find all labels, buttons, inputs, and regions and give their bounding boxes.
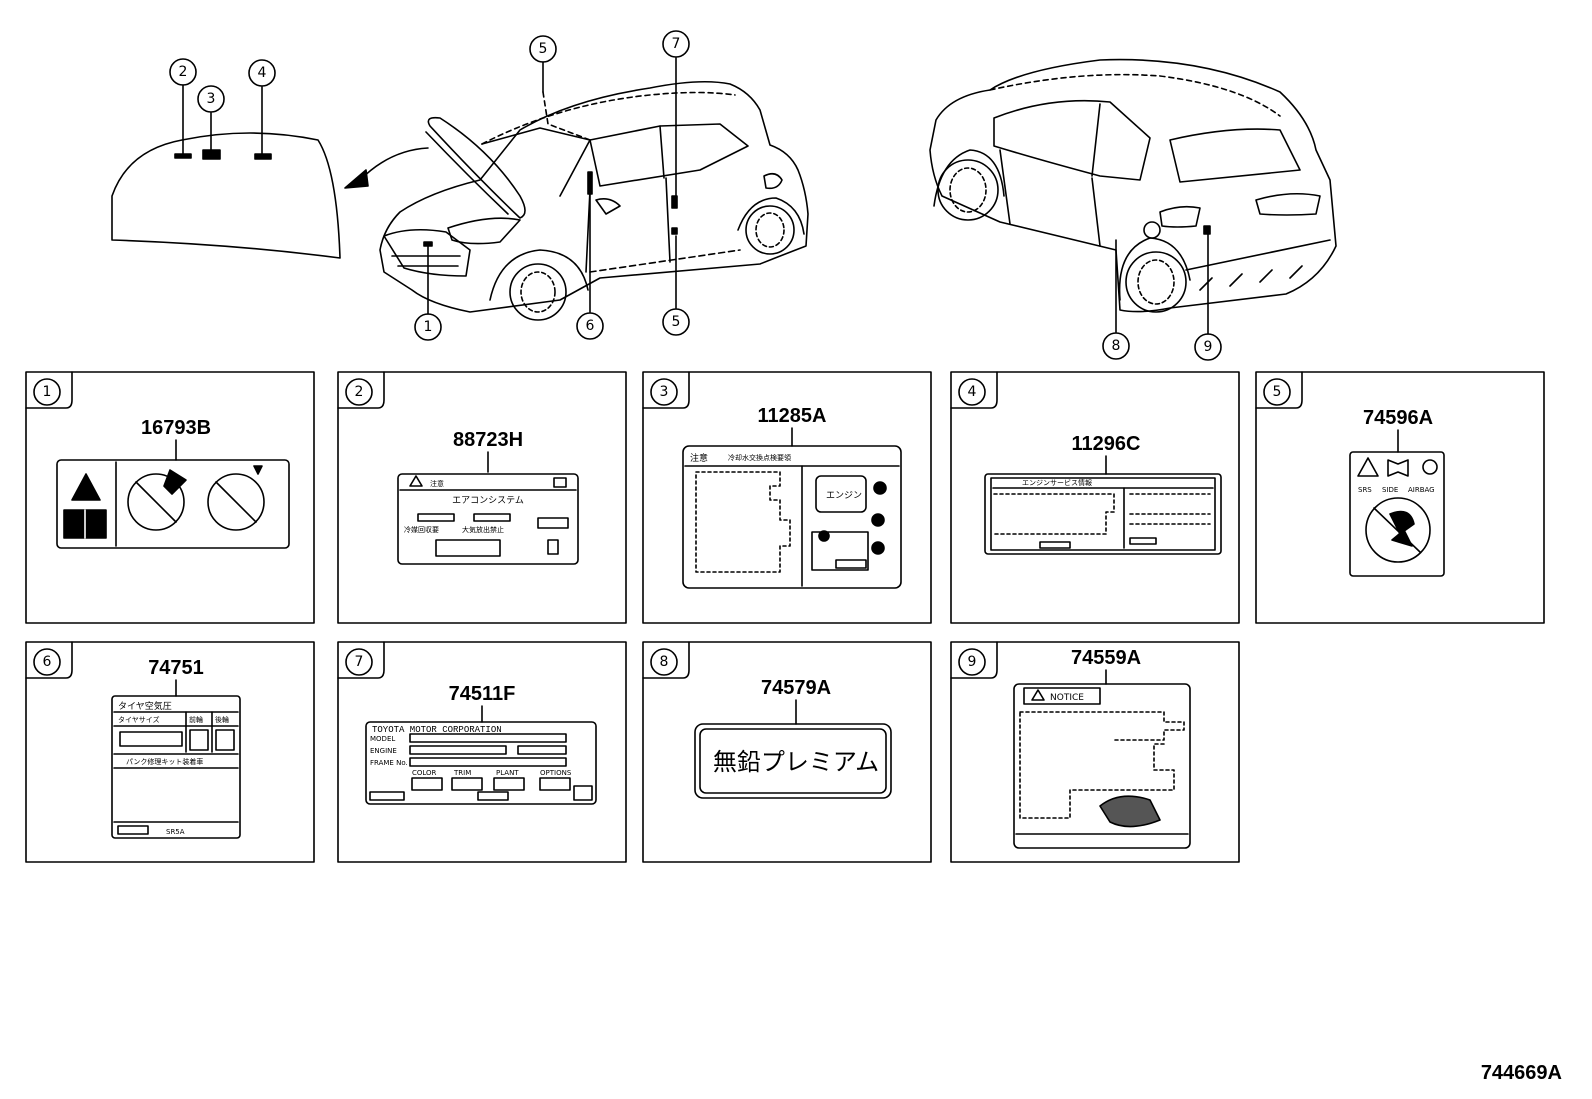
callout-3-top: 3 [207,91,216,107]
srs-label-side: SIDE [1382,486,1398,494]
plate-color: COLOR [412,769,437,777]
tire-label-front: 前輪 [189,715,203,724]
plate-options: OPTIONS [540,769,572,777]
coolant-label-title: 注意 [690,452,708,464]
notice-label-title: NOTICE [1050,693,1084,703]
plate-trim: TRIM [453,769,471,777]
tire-label-code: SR5A [166,828,185,836]
plate-engine: ENGINE [370,747,397,755]
callout-5-bottom: 5 [672,314,681,330]
fuel-label-text: 無鉛プレミアム [713,748,879,776]
callout-9: 9 [1204,339,1213,355]
callout-7-top: 7 [672,36,681,52]
callout-5-top: 5 [539,41,548,57]
engine-service-header: エンジンサービス情報 [1022,478,1092,487]
srs-label-srs: SRS [1358,486,1372,494]
label-74579A-drawing [694,723,892,799]
label-16793B-drawing [56,459,290,549]
panel-6-number: 6 [43,654,52,670]
coolant-label-header: 冷却水交換点検要領 [728,453,791,462]
callout-4-top: 4 [258,65,267,81]
callout-circles [33,30,1291,676]
panel-8-number: 8 [660,654,669,670]
srs-label-airbag: AIRBAG [1408,486,1435,494]
panel-frames [25,371,1545,863]
panel-9-number: 9 [968,654,977,670]
part-number-88723H: 88723H [453,429,523,451]
part-number-74596A: 74596A [1363,407,1433,429]
hood-drawing [111,84,429,259]
label-74751-drawing [111,695,241,839]
callout-2-top: 2 [179,64,188,80]
tire-label-repair: パンク修理キット装着車 [126,757,203,766]
panel-4-number: 4 [968,384,977,400]
part-number-16793B: 16793B [141,417,211,439]
callout-1-bottom: 1 [424,319,433,335]
part-number-74511F: 74511F [449,683,516,705]
tire-label-size: タイヤサイズ [118,715,160,724]
part-number-74579A: 74579A [761,677,831,699]
tire-label-title: タイヤ空気圧 [118,700,172,712]
plate-model: MODEL [370,735,395,743]
part-number-11296C: 11296C [1072,433,1141,455]
ac-label-right-note: 大気放出禁止 [462,525,504,534]
label-11285A-drawing [682,445,902,589]
figure-reference: 744669A [1480,1062,1562,1084]
tire-label-rear: 後輪 [215,715,229,724]
ac-label-system: エアコンシステム [452,495,524,506]
coolant-label-engine: エンジン [826,491,862,501]
label-74559A-drawing [1013,683,1191,849]
label-11296C-drawing [984,473,1222,555]
plate-maker: TOYOTA MOTOR CORPORATION [372,725,502,735]
plate-frame: FRAME No. [370,759,408,767]
ac-label-left-note: 冷媒回収要 [404,525,439,534]
part-number-11285A: 11285A [758,405,827,427]
callout-6-bottom: 6 [586,318,595,334]
ac-label-title: 注意 [430,479,444,488]
part-leaders [175,427,1399,725]
plate-plant: PLANT [496,769,519,777]
panel-2-number: 2 [355,384,364,400]
rear-car-drawing [929,58,1337,335]
label-74596A-drawing [1349,451,1445,577]
front-car-drawing [379,57,809,321]
panel-7-number: 7 [355,654,364,670]
panel-5-number: 5 [1273,384,1282,400]
panel-1-number: 1 [43,384,52,400]
label-88723H-drawing [397,473,579,565]
panel-3-number: 3 [660,384,669,400]
part-number-74751: 74751 [148,657,204,679]
callout-8: 8 [1112,338,1121,354]
label-74511F-drawing [365,721,597,805]
part-number-74559A: 74559A [1071,647,1141,669]
